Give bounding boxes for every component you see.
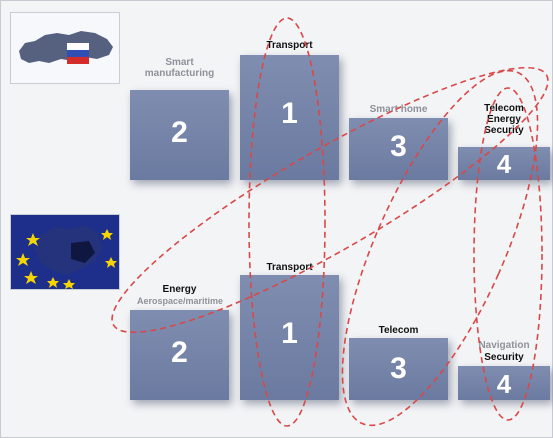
block-number: 1 bbox=[281, 317, 298, 350]
ellipse-transport-link bbox=[248, 17, 326, 427]
label-transport: Transport bbox=[266, 262, 313, 273]
label-smart-manufacturing: Smart manufacturing bbox=[144, 57, 215, 79]
ellipse-telecom-security bbox=[473, 87, 543, 421]
eu-block-telecom: 3 bbox=[349, 338, 448, 400]
eu-block-energy-aerospace: 2 bbox=[130, 310, 229, 400]
russia-block-telecom-energy-security: 4 bbox=[458, 147, 550, 180]
russia-map-image bbox=[10, 12, 120, 84]
eu-block-navigation-security: 4 bbox=[458, 366, 550, 400]
russia-block-smart-manufacturing: 2 bbox=[130, 90, 229, 180]
russia-block-smart-home: 3 bbox=[349, 118, 448, 180]
label-aerospace-maritime: Aerospace/maritime bbox=[136, 296, 224, 306]
russia-block-transport: 1 bbox=[240, 55, 339, 180]
label-navigation: Navigation bbox=[478, 340, 530, 351]
ellipse-smart-manufacturing-energy bbox=[111, 66, 549, 334]
label-transport: Transport bbox=[266, 40, 313, 51]
label-telecom: Telecom bbox=[378, 325, 419, 336]
block-number: 4 bbox=[496, 149, 512, 179]
block-number: 3 bbox=[390, 130, 407, 163]
label-security: Security bbox=[484, 352, 524, 363]
block-number: 2 bbox=[171, 336, 188, 369]
block-number: 3 bbox=[390, 352, 407, 385]
block-number: 2 bbox=[171, 116, 188, 149]
label-telecom-energy-security: Telecom Energy Security bbox=[484, 103, 524, 136]
block-number: 1 bbox=[281, 97, 298, 130]
label-smart-home: Smart home bbox=[369, 104, 428, 115]
russia-map-icon bbox=[11, 13, 119, 83]
ellipse-smart-home-telecom bbox=[341, 69, 539, 427]
eu-map-image bbox=[10, 214, 120, 290]
block-number: 4 bbox=[496, 369, 512, 399]
eu-stars-map-icon bbox=[11, 215, 119, 289]
label-energy: Energy bbox=[162, 284, 197, 295]
